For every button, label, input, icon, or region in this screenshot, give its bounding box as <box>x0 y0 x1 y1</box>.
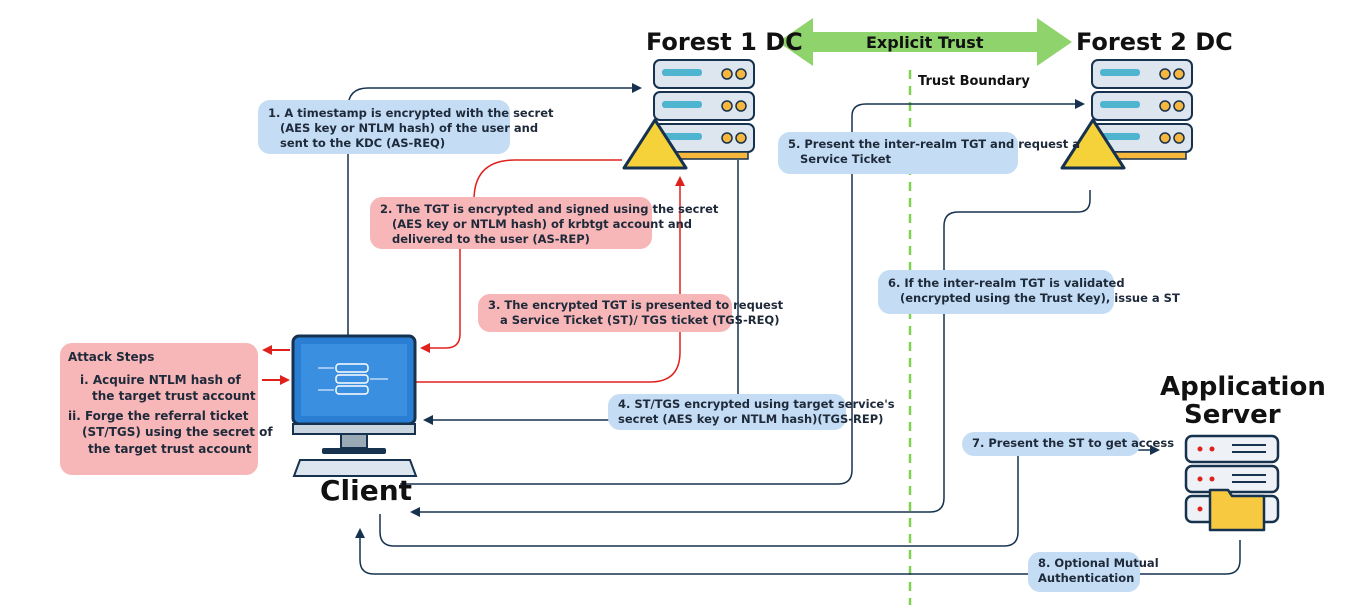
step6-line1: 6. If the inter-realm TGT is validated <box>888 276 1125 290</box>
forest2-title: Forest 2 DC <box>1076 28 1233 56</box>
step1-line2: (AES key or NTLM hash) of the user and <box>280 121 539 135</box>
step5-box: 5. Present the inter-realm TGT and reque… <box>778 132 1081 174</box>
step2-line2: (AES key or NTLM hash) of krbtgt account… <box>392 217 693 231</box>
client-title: Client <box>320 474 413 507</box>
step4-line1: 4. ST/TGS encrypted using target service… <box>618 397 895 411</box>
step7-line1: 7. Present the ST to get access <box>972 436 1175 450</box>
step2-line3: delivered to the user (AS-REP) <box>392 232 590 246</box>
flow-line-step3 <box>416 176 685 383</box>
step1-line1: 1. A timestamp is encrypted with the sec… <box>268 106 554 120</box>
explicit-trust-label: Explicit Trust <box>866 33 984 52</box>
attack-step2-line2: (ST/TGS) using the secret of <box>82 425 273 439</box>
forest2-warning-icon <box>1060 118 1126 170</box>
step5-line2: Service Ticket <box>800 152 892 166</box>
step8-box: 8. Optional Mutual Authentication <box>1028 552 1159 592</box>
step2-line1: 2. The TGT is encrypted and signed using… <box>380 202 719 216</box>
forest1-warning-icon <box>622 118 688 170</box>
step4-box: 4. ST/TGS encrypted using target service… <box>608 394 895 430</box>
attack-step1-line2: the target trust account <box>92 389 256 403</box>
step3-box: 3. The encrypted TGT is presented to req… <box>478 294 784 332</box>
forest2-server-icon <box>1091 59 1193 160</box>
step8-line1: 8. Optional Mutual <box>1038 556 1159 570</box>
step3-line1: 3. The encrypted TGT is presented to req… <box>488 298 784 312</box>
flow-line-step8 <box>355 528 1241 575</box>
step2-box: 2. The TGT is encrypted and signed using… <box>370 197 719 249</box>
step8-line2: Authentication <box>1038 571 1135 585</box>
application-server-icon <box>1184 434 1280 532</box>
step6-line2: (encrypted using the Trust Key), issue a… <box>900 291 1180 305</box>
forest1-title: Forest 1 DC <box>646 28 803 56</box>
forest1-server-icon <box>653 59 755 160</box>
step6-box: 6. If the inter-realm TGT is validated (… <box>878 270 1180 314</box>
app-server-title-line2: Server <box>1184 400 1281 430</box>
client-computer-icon <box>291 334 418 477</box>
flow-line-step7 <box>379 445 1160 547</box>
attack-step1-line1: i. Acquire NTLM hash of <box>80 372 241 387</box>
flow-line-step5 <box>400 99 1085 485</box>
app-server-title-line1: Application <box>1160 372 1326 402</box>
step1-box: 1. A timestamp is encrypted with the sec… <box>258 100 554 154</box>
explicit-trust-arrow <box>778 18 1072 66</box>
flow-line-step6 <box>410 190 1091 517</box>
attack-steps-box: Attack Steps i. Acquire NTLM hash of the… <box>60 343 273 475</box>
step7-box: 7. Present the ST to get access <box>962 432 1175 456</box>
trust-boundary-label: Trust Boundary <box>918 74 1030 89</box>
attack-step2-line3: the target trust account <box>88 441 252 456</box>
step1-line3: sent to the KDC (AS-REQ) <box>280 136 446 150</box>
attack-step2-line1: ii. Forge the referral ticket <box>68 408 249 423</box>
attack-steps-title: Attack Steps <box>68 350 155 364</box>
step3-line2: a Service Ticket (ST)/ TGS ticket (TGS-R… <box>500 313 780 327</box>
step5-line1: 5. Present the inter-realm TGT and reque… <box>788 137 1081 151</box>
step4-line2: secret (AES key or NTLM hash)(TGS-REP) <box>618 412 884 426</box>
